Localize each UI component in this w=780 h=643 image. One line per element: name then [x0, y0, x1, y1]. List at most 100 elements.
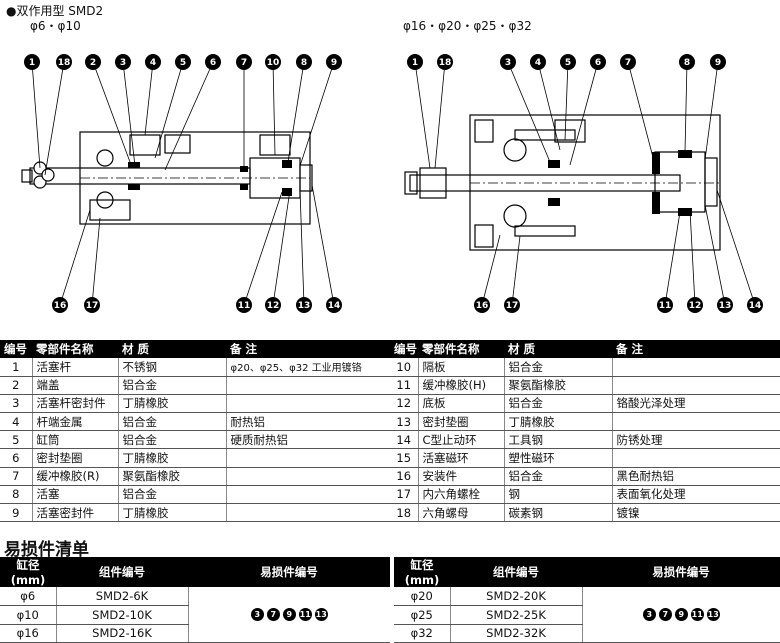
bore-size: φ25	[394, 605, 451, 625]
right-bore-sizes: φ16・φ20・φ25・φ32	[403, 19, 532, 33]
kit-number: SMD2-32K	[450, 624, 583, 643]
part-note	[226, 503, 390, 523]
col-kit-number: 组件编号	[56, 557, 188, 587]
part-material: 不锈钢	[118, 358, 227, 377]
svg-text:16: 16	[54, 301, 67, 311]
part-name: 隔板	[418, 358, 505, 377]
part-note	[226, 485, 390, 505]
part-note	[612, 376, 780, 395]
svg-text:12: 12	[267, 301, 280, 311]
part-material: 丁腈橡胶	[118, 448, 227, 468]
left-cylinder-diagram: 1 18 2 3 4 5 6 7 10 8 9 16 17 11 12 13 1…	[21, 54, 342, 313]
part-material: 丁腈橡胶	[118, 503, 227, 523]
spare-parts-title: 易损件清单	[4, 540, 89, 560]
svg-text:8: 8	[301, 58, 307, 68]
part-name: 内六角螺栓	[418, 485, 505, 505]
part-number: 6	[0, 448, 33, 468]
page-title: ●双作用型 SMD2	[6, 4, 104, 18]
part-name: C型止动环	[418, 430, 505, 450]
svg-text:7: 7	[241, 58, 247, 68]
col-material: 材 质	[504, 340, 612, 358]
part-number: 3	[0, 394, 33, 414]
part-name: 缸筒	[32, 430, 119, 450]
part-number: 15	[390, 448, 419, 468]
col-bore: 缸径(mm)	[394, 557, 450, 587]
svg-text:7: 7	[625, 58, 631, 68]
part-note	[226, 376, 390, 395]
col-number: 编号	[0, 340, 32, 358]
svg-text:14: 14	[328, 301, 341, 311]
svg-text:2: 2	[90, 58, 96, 68]
callout-14: 14	[747, 297, 763, 313]
part-material: 铝合金	[504, 358, 613, 377]
callout-13: 13	[296, 297, 312, 313]
part-number: 1	[0, 358, 33, 377]
callout-11: 11	[236, 297, 252, 313]
spare-part-badge: 9	[674, 608, 688, 621]
col-kit-number: 组件编号	[450, 557, 582, 587]
col-spare-number: 易损件编号	[188, 557, 390, 587]
part-note: 黑色耐热铝	[612, 467, 780, 486]
svg-text:6: 6	[210, 58, 216, 68]
part-note: 表面氧化处理	[612, 485, 780, 505]
part-note	[612, 412, 780, 432]
part-material: 塑性磁环	[504, 448, 613, 468]
bore-size: φ6	[0, 587, 57, 606]
col-part-name: 零部件名称	[418, 340, 504, 358]
part-name: 密封垫圈	[418, 412, 505, 432]
part-note: 耐热铝	[226, 412, 390, 432]
svg-text:9: 9	[331, 58, 337, 68]
callout-13: 13	[717, 297, 733, 313]
spare-part-badge: 7	[266, 608, 280, 621]
callout-9: 9	[326, 54, 342, 70]
part-material: 铝合金	[118, 412, 227, 432]
col-number: 编号	[390, 340, 418, 358]
part-material: 碳素钢	[504, 503, 613, 523]
col-bore: 缸径(mm)	[0, 557, 56, 587]
part-material: 铝合金	[504, 394, 613, 414]
part-note: 镀镍	[612, 503, 780, 523]
svg-text:3: 3	[120, 58, 126, 68]
svg-text:1: 1	[412, 58, 418, 68]
svg-text:5: 5	[180, 58, 186, 68]
part-note: φ20、φ25、φ32 工业用镀铬	[226, 358, 390, 377]
part-name: 缓冲橡胶(R)	[32, 467, 119, 486]
spare-part-badge: 11	[690, 608, 704, 621]
part-material: 铝合金	[118, 485, 227, 505]
svg-text:18: 18	[58, 58, 71, 68]
part-name: 活塞杆	[32, 358, 119, 377]
callout-18: 18	[437, 54, 453, 70]
part-material: 铝合金	[504, 467, 613, 486]
callout-3: 3	[500, 54, 516, 70]
part-number: 13	[390, 412, 419, 432]
part-number: 14	[390, 430, 419, 450]
part-name: 底板	[418, 394, 505, 414]
svg-text:17: 17	[506, 301, 519, 311]
col-spare-number: 易损件编号	[582, 557, 780, 587]
part-name: 端盖	[32, 376, 119, 395]
right-cylinder-diagram: 1 18 3 4 5 6 7 8 9 16 17 11 12 13 14	[404, 54, 763, 313]
kit-number: SMD2-6K	[56, 587, 189, 606]
part-name: 缓冲橡胶(H)	[418, 376, 505, 395]
svg-text:11: 11	[238, 301, 251, 311]
callout-7: 7	[236, 54, 252, 70]
callout-17: 17	[84, 297, 100, 313]
col-note: 备 注	[226, 340, 390, 358]
svg-text:17: 17	[86, 301, 99, 311]
